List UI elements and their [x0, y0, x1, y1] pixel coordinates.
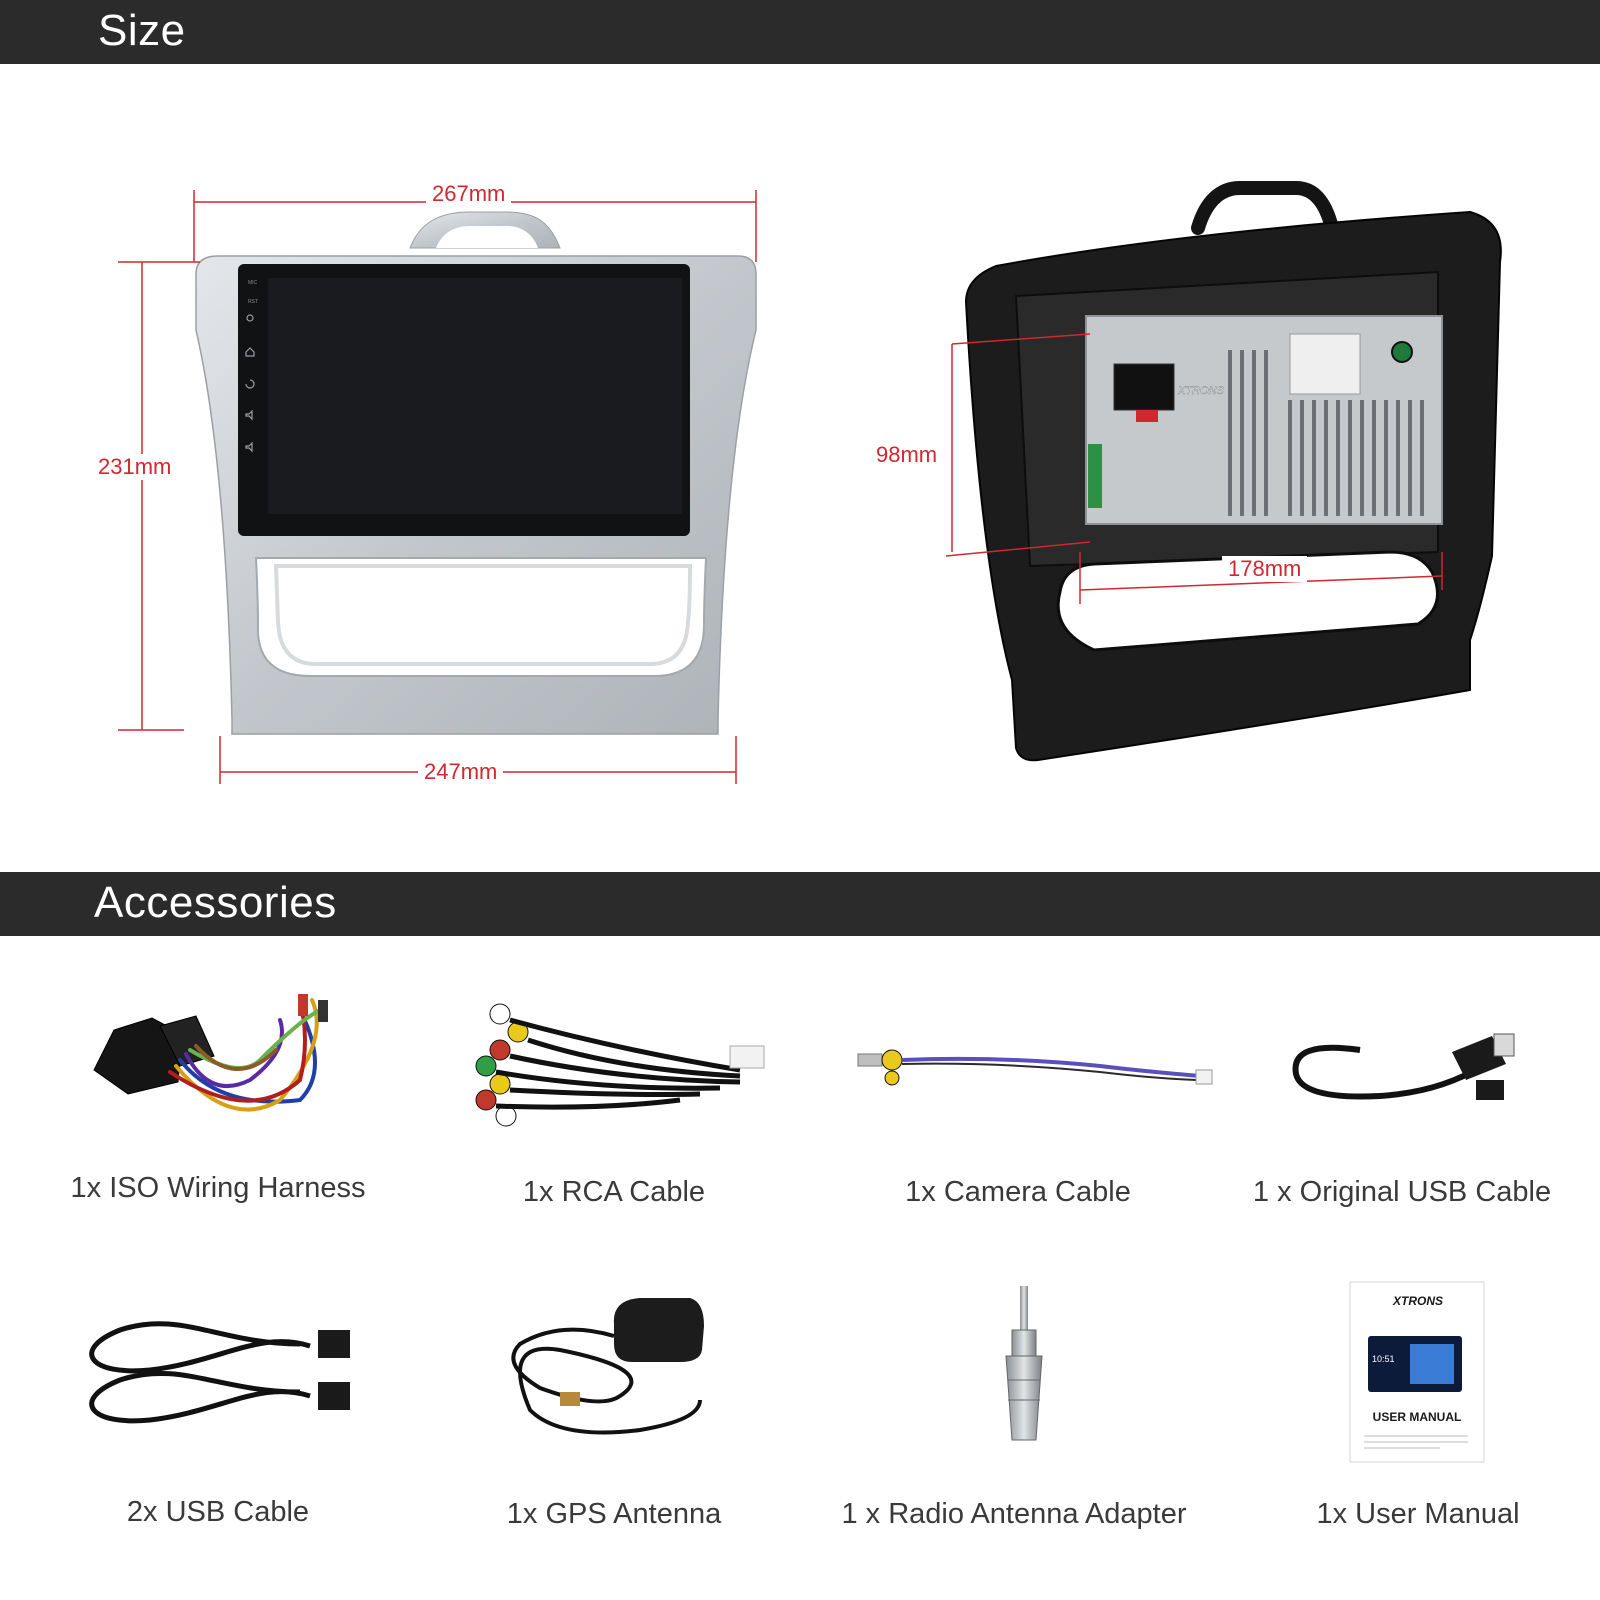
accessory-label-radio-adapter: 1 x Radio Antenna Adapter	[841, 1498, 1187, 1530]
accessories-section-title: Accessories	[94, 878, 337, 927]
accessory-label-original-usb: 1 x Original USB Cable	[1252, 1176, 1552, 1208]
svg-text:MIC: MIC	[248, 280, 258, 286]
heatsink-fins	[1228, 350, 1424, 516]
manual-brand: XTRONS	[1392, 1294, 1443, 1308]
usb-cables-image	[89, 1321, 350, 1424]
manual-clock: 10:51	[1372, 1354, 1395, 1364]
accessories-section-header: Accessories	[0, 872, 1600, 936]
back-dimension-lines	[945, 333, 1443, 604]
depth-dimension: 98mm	[870, 442, 944, 468]
size-section-header: Size	[0, 0, 1600, 64]
accessory-label-iso-harness: 1x ISO Wiring Harness	[70, 1172, 366, 1204]
back-unit: XTRONS	[964, 181, 1502, 762]
accessory-label-user-manual: 1x User Manual	[1316, 1498, 1520, 1530]
user-manual-image	[1349, 1281, 1485, 1463]
front-unit: MIC RST	[195, 211, 757, 735]
camera-cable-image	[857, 1049, 1213, 1086]
width-top-dimension: 267mm	[426, 181, 512, 207]
accessory-label-gps-antenna: 1x GPS Antenna	[506, 1498, 722, 1530]
manual-title: USER MANUAL	[1372, 1410, 1462, 1424]
iso-wiring-harness-image	[93, 994, 328, 1112]
back-width-dimension: 178mm	[1222, 556, 1308, 582]
gps-antenna-image	[511, 1298, 704, 1435]
svg-text:RST: RST	[248, 299, 258, 305]
accessory-label-camera-cable: 1x Camera Cable	[905, 1176, 1131, 1208]
rca-cable-image	[475, 1003, 765, 1127]
svg-text:XTRONS: XTRONS	[1177, 385, 1225, 397]
height-dimension: 231mm	[92, 454, 178, 480]
original-usb-cable-image	[1292, 1033, 1515, 1100]
accessory-label-usb-cables: 2x USB Cable	[126, 1496, 310, 1528]
size-section-title: Size	[98, 6, 186, 55]
width-bottom-dimension: 247mm	[418, 759, 504, 785]
side-button-icons	[245, 314, 255, 453]
accessory-label-rca-cable: 1x RCA Cable	[522, 1176, 706, 1208]
radio-antenna-adapter-image	[1005, 1286, 1043, 1441]
